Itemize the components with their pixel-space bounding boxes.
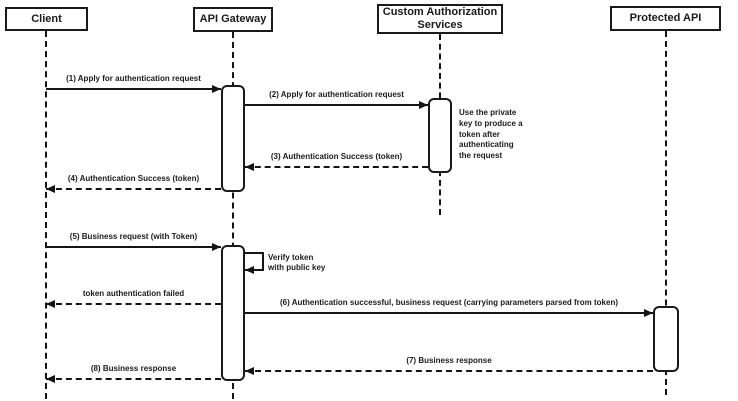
message-8-label: (8) Business response (90, 364, 177, 373)
message-2-label: (2) Apply for authentication request (269, 90, 404, 99)
self-message-loop (245, 252, 264, 271)
arrowhead-left-icon (245, 367, 254, 375)
arrowhead-left-icon (46, 185, 55, 193)
participant-auth-label: Custom Authorization Services (382, 6, 498, 31)
message-4-line (46, 188, 221, 190)
participant-auth: Custom Authorization Services (377, 4, 503, 34)
participant-protected: Protected API (610, 6, 721, 31)
lifeline-protected (665, 31, 667, 395)
message-8-line (46, 378, 221, 380)
activation-auth (428, 98, 452, 173)
message-3-label: (3) Authentication Success (token) (270, 152, 403, 161)
message-5-label: (5) Business request (with Token) (69, 232, 198, 241)
arrowhead-left-icon (245, 163, 254, 171)
message-4-label: (4) Authentication Success (token) (67, 174, 200, 183)
message-7-label: (7) Business response (406, 356, 492, 365)
participant-client-label: Client (31, 12, 62, 25)
arrowhead-left-icon (46, 375, 55, 383)
message-7-line (245, 370, 653, 372)
lifeline-client (45, 31, 47, 399)
message-2-line (245, 104, 428, 106)
self-message-label: Verify token with public key (268, 253, 326, 272)
arrowhead-right-icon (644, 309, 653, 317)
message-6-line (245, 312, 653, 314)
activation-gateway-1 (221, 85, 245, 192)
arrowhead-left-icon (245, 266, 254, 274)
participant-gateway-label: API Gateway (199, 13, 267, 26)
participant-gateway: API Gateway (193, 7, 273, 32)
lifeline-gateway (232, 32, 234, 399)
message-3-line (245, 166, 428, 168)
message-1-label: (1) Apply for authentication request (66, 74, 201, 83)
participant-client: Client (5, 7, 88, 31)
note-private-key: Use the private key to produce a token a… (459, 108, 523, 161)
activation-gateway-2 (221, 245, 245, 381)
arrowhead-right-icon (419, 101, 428, 109)
activation-protected (653, 306, 679, 372)
arrowhead-left-icon (46, 300, 55, 308)
arrowhead-right-icon (212, 85, 221, 93)
message-fail-line (46, 303, 221, 305)
participant-protected-label: Protected API (629, 12, 702, 25)
arrowhead-right-icon (212, 243, 221, 251)
message-fail-label: token authentication failed (82, 289, 185, 298)
message-6-label: (6) Authentication successful, business … (279, 298, 619, 307)
message-1-line (46, 88, 221, 90)
message-5-line (46, 246, 221, 248)
